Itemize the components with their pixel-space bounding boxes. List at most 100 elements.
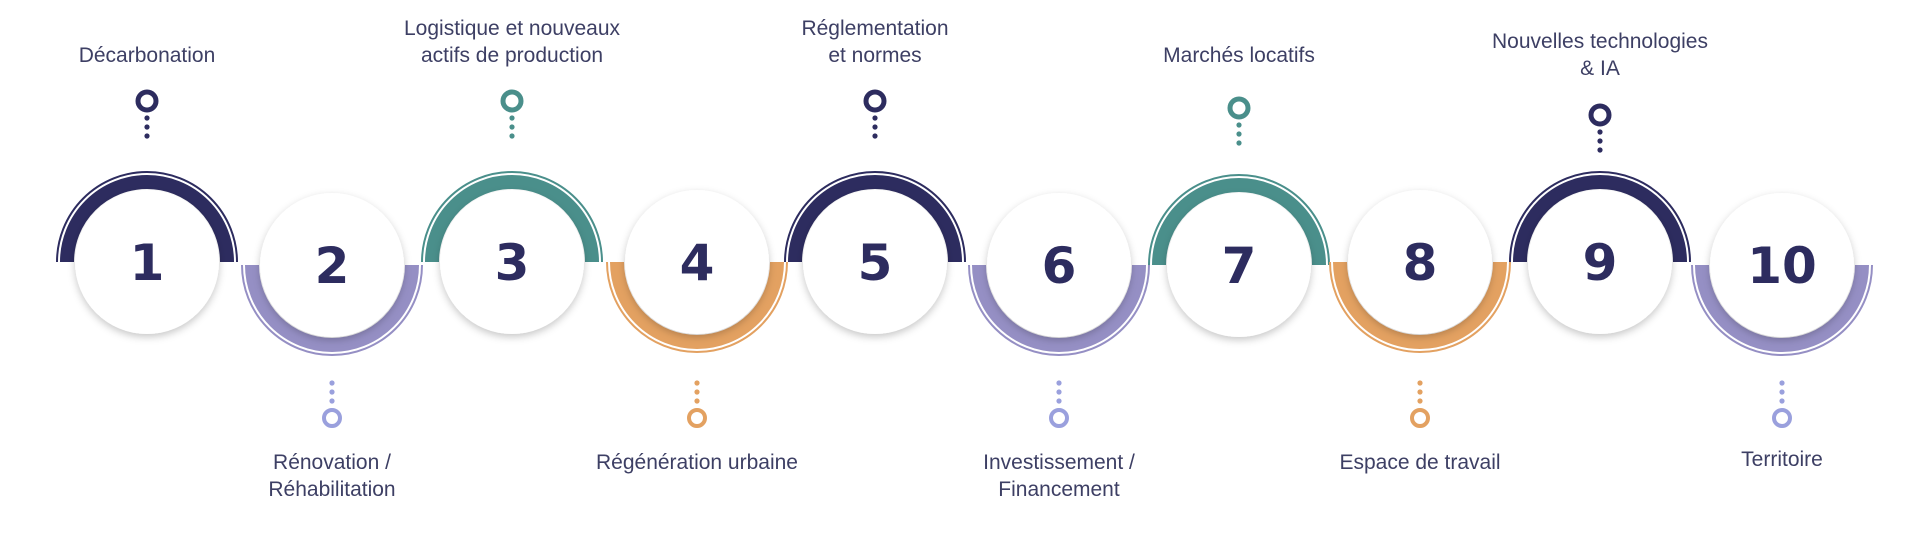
step-4: 4 xyxy=(606,190,788,428)
pin-marker-icon xyxy=(1772,408,1792,428)
pin-dot xyxy=(1056,398,1062,404)
pin-dot xyxy=(144,124,150,130)
step-number: 9 xyxy=(1583,234,1618,292)
step-5: 5 xyxy=(784,89,966,334)
step-circle xyxy=(1348,190,1492,334)
step-arc-outline xyxy=(1329,261,1511,353)
pin-dot xyxy=(872,124,878,130)
step-arc-outline xyxy=(606,261,788,353)
pin-dot xyxy=(1417,398,1423,404)
pin-dot xyxy=(329,398,335,404)
step-circle xyxy=(1528,190,1672,334)
step-number: 5 xyxy=(858,234,893,292)
pin-dot xyxy=(144,133,150,139)
step-circle xyxy=(987,193,1131,337)
pin-dot xyxy=(694,380,700,386)
pin-dot xyxy=(1056,380,1062,386)
step-9: 9 xyxy=(1509,103,1691,334)
step-arc-outline xyxy=(968,264,1150,356)
step-arc-outline xyxy=(784,171,966,263)
pin-dot xyxy=(509,115,515,121)
pin-marker-icon xyxy=(322,408,342,428)
step-arc-band xyxy=(610,261,784,349)
step-3: 3 xyxy=(421,89,603,334)
step-2: 2 xyxy=(241,193,423,428)
step-number: 3 xyxy=(495,234,530,292)
step-arc-band xyxy=(1695,264,1869,352)
pin-dot xyxy=(1597,129,1603,135)
step-arc-band xyxy=(788,175,962,263)
step-circle xyxy=(625,190,769,334)
pin-marker-icon xyxy=(1049,408,1069,428)
step-label-10: Territoire xyxy=(1741,448,1823,471)
pin-dot xyxy=(872,133,878,139)
step-label-2: Rénovation / Réhabilitation xyxy=(268,451,396,501)
pin-dot xyxy=(1056,389,1062,395)
step-number: 2 xyxy=(315,237,350,295)
pin-dot xyxy=(1236,122,1242,128)
step-1: 1 xyxy=(56,89,238,334)
pin-marker-icon xyxy=(1410,408,1430,428)
step-label-4: Régénération urbaine xyxy=(596,451,798,474)
step-number: 6 xyxy=(1042,237,1077,295)
pin-dot xyxy=(1236,131,1242,137)
step-circle xyxy=(260,193,404,337)
pin-dot xyxy=(1779,389,1785,395)
step-arc-outline xyxy=(1691,264,1873,356)
step-number: 8 xyxy=(1403,234,1438,292)
step-arc-band xyxy=(972,264,1146,352)
step-arc-outline xyxy=(1148,174,1330,266)
step-arc-band xyxy=(1152,178,1326,266)
step-number: 7 xyxy=(1222,237,1257,295)
pin-dot xyxy=(329,389,335,395)
step-label-8: Espace de travail xyxy=(1339,451,1501,474)
pin-marker-icon xyxy=(863,89,887,113)
step-label-6: Investissement / Financement xyxy=(983,451,1135,501)
step-label-1: Décarbonation xyxy=(78,44,216,67)
step-10: 10 xyxy=(1691,193,1873,428)
pin-dot xyxy=(509,133,515,139)
step-label-9: Nouvelles technologies & IA xyxy=(1492,30,1708,80)
step-circle xyxy=(1710,193,1854,337)
step-number: 10 xyxy=(1747,237,1817,295)
pin-dot xyxy=(694,389,700,395)
step-circle xyxy=(75,190,219,334)
step-circle xyxy=(803,190,947,334)
pin-marker-icon xyxy=(500,89,524,113)
step-label-3: Logistique et nouveaux actifs de product… xyxy=(404,17,620,67)
pin-dot xyxy=(1417,389,1423,395)
step-label-5: Réglementation et normes xyxy=(801,17,949,67)
step-7: 7 xyxy=(1148,96,1330,337)
pin-dot xyxy=(1779,398,1785,404)
step-arc-band xyxy=(425,175,599,263)
pin-marker-icon xyxy=(687,408,707,428)
step-arc-outline xyxy=(421,171,603,263)
pin-dot xyxy=(1236,140,1242,146)
step-arc-band xyxy=(245,264,419,352)
pin-dot xyxy=(1779,380,1785,386)
step-8: 8 xyxy=(1329,190,1511,428)
pin-dot xyxy=(1597,147,1603,153)
step-arc-band xyxy=(1333,261,1507,349)
step-arc-outline xyxy=(1509,171,1691,263)
step-arc-band xyxy=(60,175,234,263)
pin-dot xyxy=(144,115,150,121)
step-circle xyxy=(440,190,584,334)
step-arc-outline xyxy=(241,264,423,356)
step-number: 4 xyxy=(680,234,715,292)
step-arc-outline xyxy=(56,171,238,263)
pin-marker-icon xyxy=(1588,103,1612,127)
pin-marker-icon xyxy=(1227,96,1251,120)
pin-dot xyxy=(509,124,515,130)
pin-dot xyxy=(694,398,700,404)
step-arc-band xyxy=(1513,175,1687,263)
pin-dot xyxy=(872,115,878,121)
step-6: 6 xyxy=(968,193,1150,428)
pin-dot xyxy=(1417,380,1423,386)
pin-dot xyxy=(329,380,335,386)
step-circle xyxy=(1167,193,1311,337)
pin-marker-icon xyxy=(135,89,159,113)
pin-dot xyxy=(1597,138,1603,144)
